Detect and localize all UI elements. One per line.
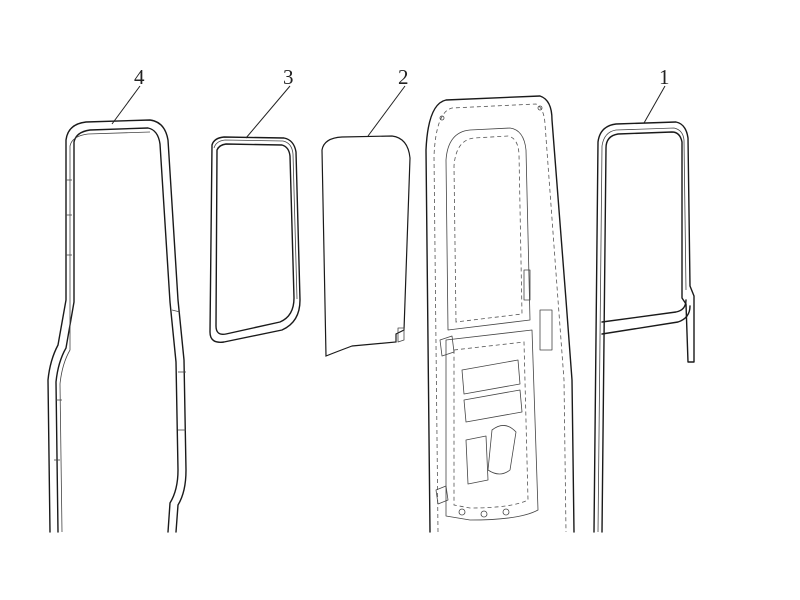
part-2-window-glass [321,135,411,357]
part-4-door-seal [47,119,187,533]
leader-1 [643,85,666,124]
leader-2 [367,85,406,137]
part-1-frame-channel [593,121,695,533]
leader-4 [111,85,141,125]
door-panel [425,95,575,533]
callout-2: 2 [398,65,409,89]
callout-3: 3 [283,65,294,89]
part-3-glass-seal [209,136,301,343]
leader-3 [245,85,291,139]
callout-4: 4 [134,65,145,89]
callout-1: 1 [659,65,670,89]
callout-leaders [111,85,666,139]
